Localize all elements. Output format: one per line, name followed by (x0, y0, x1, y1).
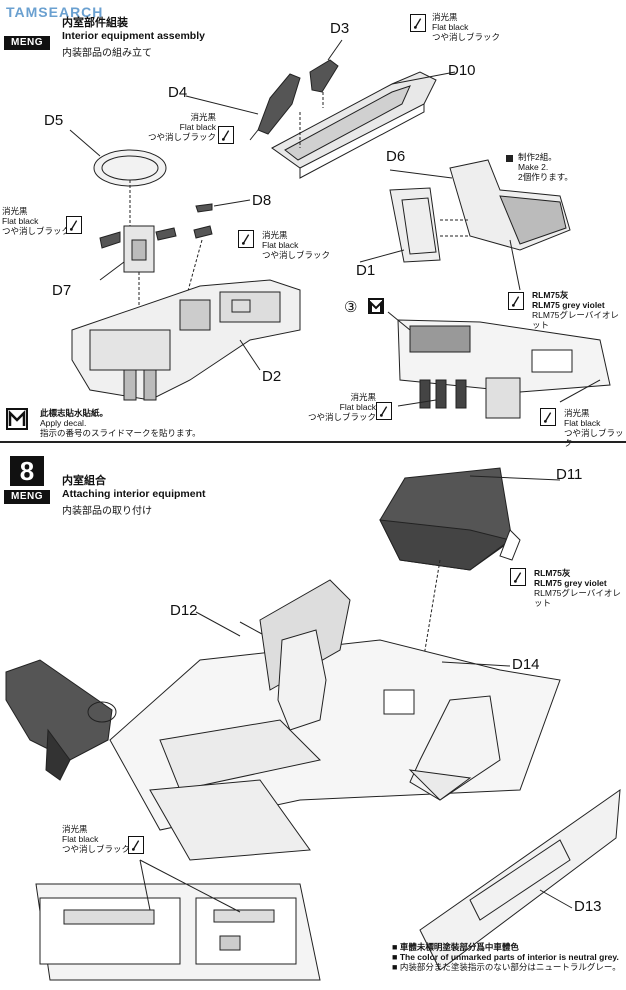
decal-legend-text: 此標志貼水貼紙。Apply decal.指示の番号のスライドマークを貼ります。 (40, 408, 201, 438)
part-label-d8: D8 (252, 192, 272, 209)
small-square-icon (506, 155, 513, 162)
neutral-grey-note: ■ 車體未標明塗裝部分爲中車體色 ■ The color of unmarked… (392, 942, 621, 972)
step-divider (0, 441, 626, 443)
part-label-d10: D10 (448, 62, 476, 79)
step8-meng-badge: MENG (4, 490, 50, 504)
decal-legend-icon (6, 408, 28, 430)
make-two-note: 制作2組。Make 2.2個作ります。 (518, 152, 573, 182)
part-label-d13: D13 (574, 898, 602, 915)
paint-brush-icon (508, 292, 524, 310)
paint-brush-icon (238, 230, 254, 248)
step8-title-en: Attaching interior equipment (62, 488, 206, 500)
step7-title-jp: 内装部品の組み立て (62, 48, 152, 59)
paint-brush-icon (540, 408, 556, 426)
part-label-d4: D4 (168, 84, 188, 101)
part-label-d7: D7 (52, 282, 72, 299)
part-label-d14: D14 (512, 656, 540, 673)
step7-title-cn: 内室部件組装 (62, 17, 128, 29)
part-label-d12: D12 (170, 602, 198, 619)
paint-brush-icon (218, 126, 234, 144)
step8-title-jp: 内装部品の取り付け (62, 506, 152, 517)
part-label-d2: D2 (262, 368, 282, 385)
step8-title-cn: 内室組合 (62, 475, 106, 487)
part-label-d1: D1 (356, 262, 376, 279)
decal-number: ③ (344, 299, 358, 316)
paint-brush-icon (376, 402, 392, 420)
step7-meng-badge: MENG (4, 36, 50, 50)
part-label-d5: D5 (44, 112, 64, 129)
paint-brush-icon (510, 568, 526, 586)
paint-brush-icon (66, 216, 82, 234)
decal-icon (368, 298, 384, 314)
part-label-d3: D3 (330, 20, 350, 37)
part-label-d6: D6 (386, 148, 406, 165)
paint-brush-icon (410, 14, 426, 32)
watermark: TAMSEARCH (6, 4, 104, 20)
part-label-d11: D11 (556, 466, 583, 483)
paint-brush-icon (128, 836, 144, 854)
step8-number: 8 (10, 456, 44, 486)
step7-title-en: Interior equipment assembly (62, 30, 205, 42)
